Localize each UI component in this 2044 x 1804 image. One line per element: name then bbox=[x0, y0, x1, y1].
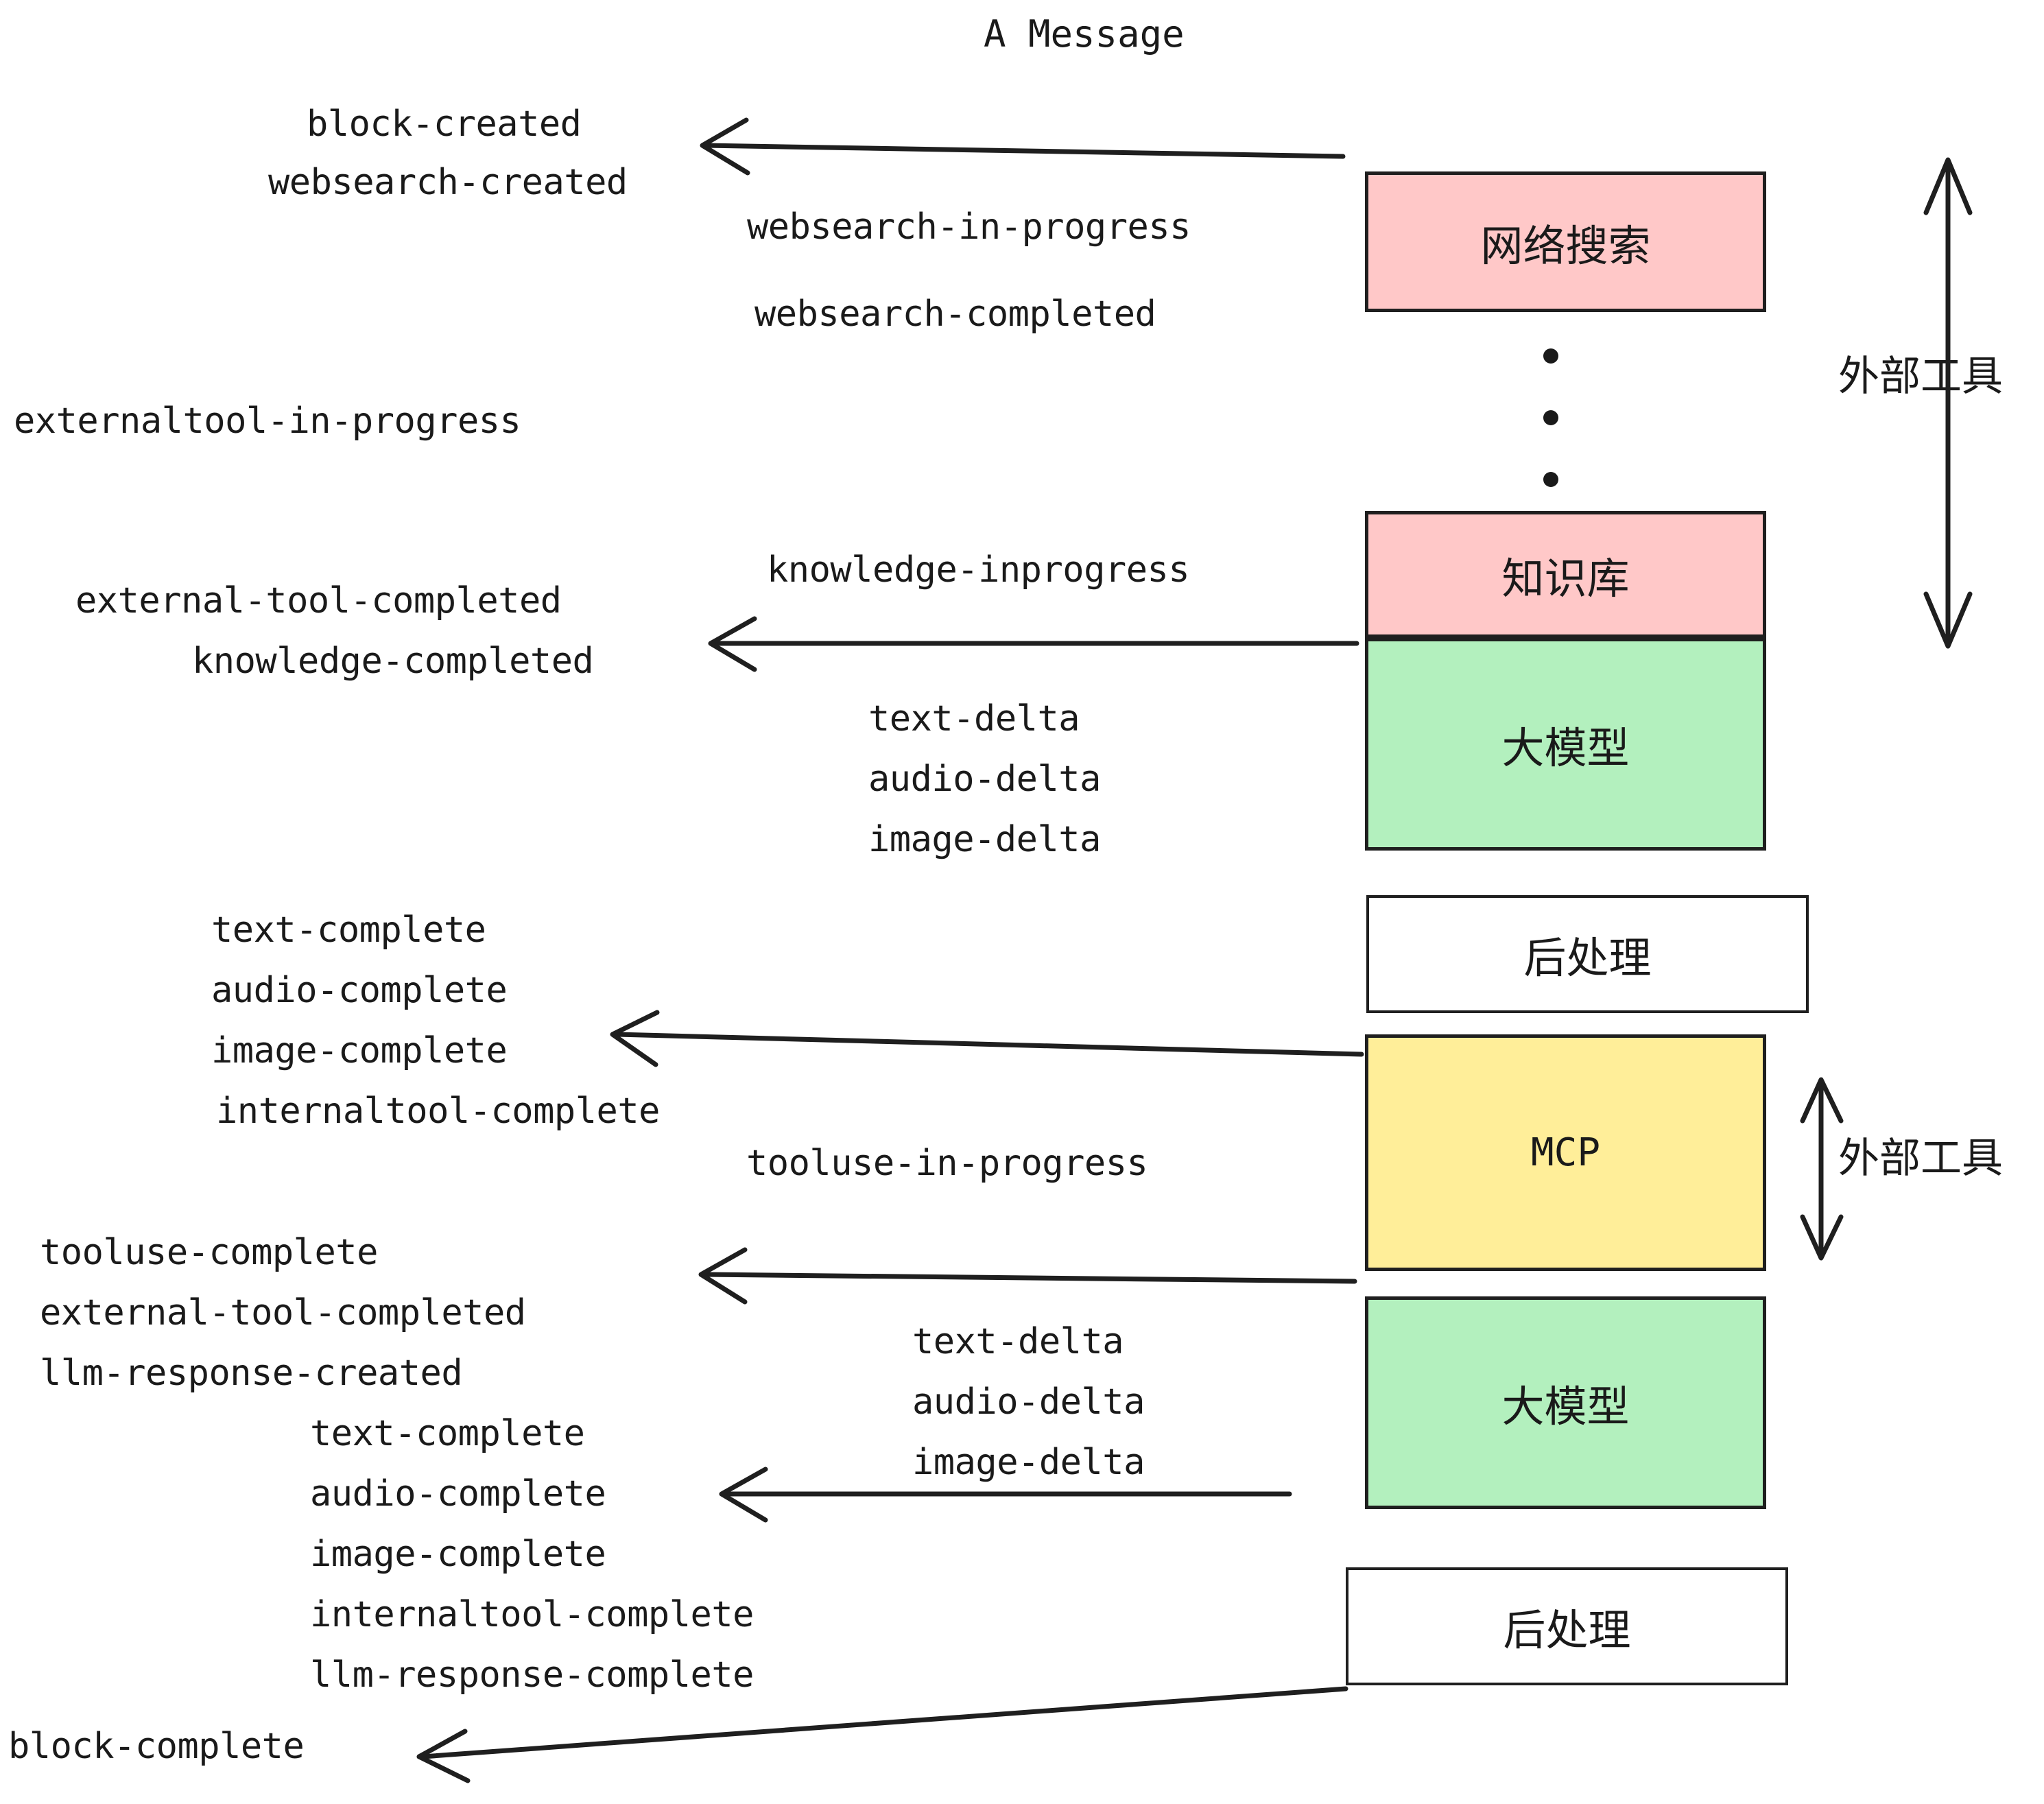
event-label-audio-delta-1: audio-delta bbox=[868, 759, 1101, 800]
event-label-tooluse-in-progress: tooluse-in-progress bbox=[746, 1143, 1148, 1184]
node-label: MCP bbox=[1530, 1130, 1601, 1175]
node-label: 大模型 bbox=[1501, 1381, 1630, 1432]
arrow-websearch-to-created bbox=[700, 117, 1346, 176]
event-label-image-delta-2: image-delta bbox=[912, 1442, 1145, 1483]
event-label-external-tool-completed-1: external-tool-completed bbox=[75, 580, 562, 621]
external-tools-span-arrow-top bbox=[1923, 157, 1973, 649]
event-label-knowledge-completed: knowledge-completed bbox=[192, 641, 594, 682]
event-label-text-delta-2: text-delta bbox=[912, 1321, 1124, 1362]
side-annotation-external-tools-bottom: 外部工具 bbox=[1838, 1135, 2003, 1183]
event-label-internaltool-complete-2: internaltool-complete bbox=[310, 1594, 754, 1635]
side-annotation-external-tools-top: 外部工具 bbox=[1838, 353, 2003, 401]
external-tools-span-arrow-bottom bbox=[1800, 1077, 1844, 1261]
event-label-llm-response-complete: llm-response-complete bbox=[310, 1654, 754, 1696]
event-label-text-complete-1: text-complete bbox=[211, 910, 486, 951]
arrow-knowledge-to-completed bbox=[708, 616, 1359, 672]
node-label: 网络搜索 bbox=[1480, 220, 1651, 271]
event-label-external-tool-completed-2: external-tool-completed bbox=[40, 1292, 526, 1333]
event-label-internaltool-complete-1: internaltool-complete bbox=[216, 1091, 660, 1132]
node-box-llm-first: 大模型 bbox=[1365, 638, 1766, 851]
node-box-mcp: MCP bbox=[1365, 1034, 1766, 1271]
node-box-websearch: 网络搜索 bbox=[1365, 171, 1766, 312]
event-label-image-delta-1: image-delta bbox=[868, 819, 1101, 860]
node-box-knowledge: 知识库 bbox=[1365, 511, 1766, 638]
node-box-llm-second: 大模型 bbox=[1365, 1296, 1766, 1509]
node-label: 后处理 bbox=[1523, 933, 1652, 983]
event-label-audio-complete-2: audio-complete bbox=[310, 1473, 606, 1515]
event-label-image-complete-1: image-complete bbox=[211, 1030, 508, 1071]
node-label: 知识库 bbox=[1501, 553, 1630, 604]
event-label-text-complete-2: text-complete bbox=[310, 1413, 585, 1454]
arrow-postprocess-to-block-complete bbox=[416, 1686, 1348, 1783]
event-label-llm-response-created: llm-response-created bbox=[40, 1353, 463, 1394]
node-label: 后处理 bbox=[1503, 1605, 1631, 1655]
diagram-title: A Message bbox=[984, 12, 1185, 56]
event-label-tooluse-complete: tooluse-complete bbox=[40, 1232, 378, 1273]
node-box-postprocess-second: 后处理 bbox=[1346, 1567, 1788, 1685]
arrow-mcp-to-tooluse-complete bbox=[698, 1247, 1357, 1305]
event-label-websearch-in-progress: websearch-in-progress bbox=[747, 206, 1191, 248]
event-label-block-complete: block-complete bbox=[8, 1726, 305, 1767]
node-box-postprocess-first: 后处理 bbox=[1366, 895, 1809, 1013]
event-label-externaltool-in-progress: externaltool-in-progress bbox=[14, 401, 521, 442]
event-label-audio-delta-2: audio-delta bbox=[912, 1381, 1145, 1423]
event-label-audio-complete-1: audio-complete bbox=[211, 970, 508, 1011]
event-label-text-delta-1: text-delta bbox=[868, 698, 1080, 739]
node-label: 大模型 bbox=[1501, 723, 1630, 773]
event-label-websearch-completed: websearch-completed bbox=[754, 294, 1156, 335]
event-label-knowledge-inprogress: knowledge-inprogress bbox=[767, 549, 1190, 591]
event-label-websearch-created: websearch-created bbox=[268, 162, 628, 203]
arrow-postprocess-to-image-complete bbox=[610, 1010, 1364, 1067]
event-label-block-created: block-created bbox=[307, 104, 582, 145]
event-label-image-complete-2: image-complete bbox=[310, 1534, 606, 1575]
